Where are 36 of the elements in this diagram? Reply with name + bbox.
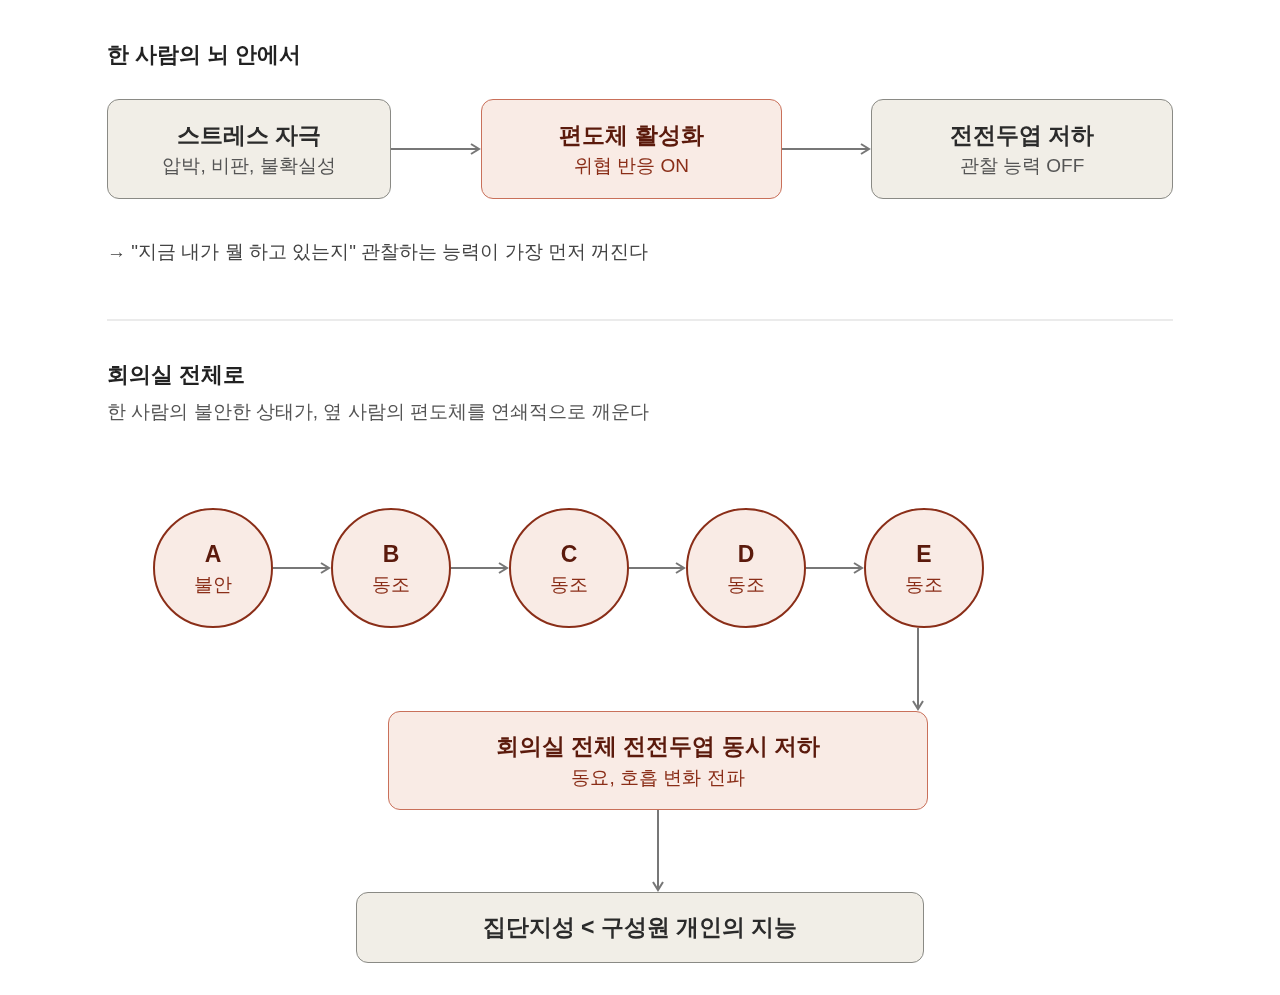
node-title: 집단지성 < 구성원 개인의 지능 (482, 913, 798, 943)
node-subtitle: 동조 (727, 573, 765, 597)
node-subtitle: 불안 (194, 573, 232, 597)
node-title: 편도체 활성화 (559, 120, 704, 150)
node-title: A (204, 539, 222, 569)
node-subtitle: 위협 반응 ON (573, 154, 690, 178)
arrow (805, 562, 863, 574)
node-title: E (916, 539, 932, 569)
process-box (107, 99, 391, 199)
process-box (871, 99, 1173, 199)
node-subtitle: 동요, 호흡 변화 전파 (571, 765, 745, 790)
node-title: 회의실 전체 전전두엽 동시 저하 (495, 732, 821, 761)
node-subtitle: 동조 (905, 573, 943, 597)
node-subtitle: 압박, 비판, 불확실성 (162, 154, 336, 178)
node-title: D (737, 539, 755, 569)
node-title: C (560, 539, 578, 569)
node-subtitle: 관찰 능력 OFF (959, 154, 1085, 178)
arrow (912, 627, 924, 710)
note-text: → "지금 내가 뭘 하고 있는지" 관찰하는 능력이 가장 먼저 꺼진다 (107, 240, 649, 264)
node-subtitle: 동조 (550, 573, 588, 597)
node-subtitle: 동조 (372, 573, 410, 597)
subtitle-text: 한 사람의 불안한 상태가, 옆 사람의 편도체를 연쇄적으로 깨운다 (107, 400, 649, 424)
arrow (628, 562, 685, 574)
node-title: 전전두엽 저하 (949, 120, 1095, 150)
arrow (652, 809, 664, 891)
arrow (272, 562, 330, 574)
section-title: 한 사람의 뇌 안에서 (107, 41, 302, 69)
arrow (781, 143, 870, 155)
process-box (356, 892, 924, 963)
arrow (390, 143, 480, 155)
node-title: 스트레스 자극 (176, 120, 322, 150)
highlight-box (481, 99, 782, 199)
highlight-box (388, 711, 928, 810)
section-title: 회의실 전체로 (107, 361, 246, 389)
node-title: B (382, 539, 400, 569)
arrow (450, 562, 508, 574)
